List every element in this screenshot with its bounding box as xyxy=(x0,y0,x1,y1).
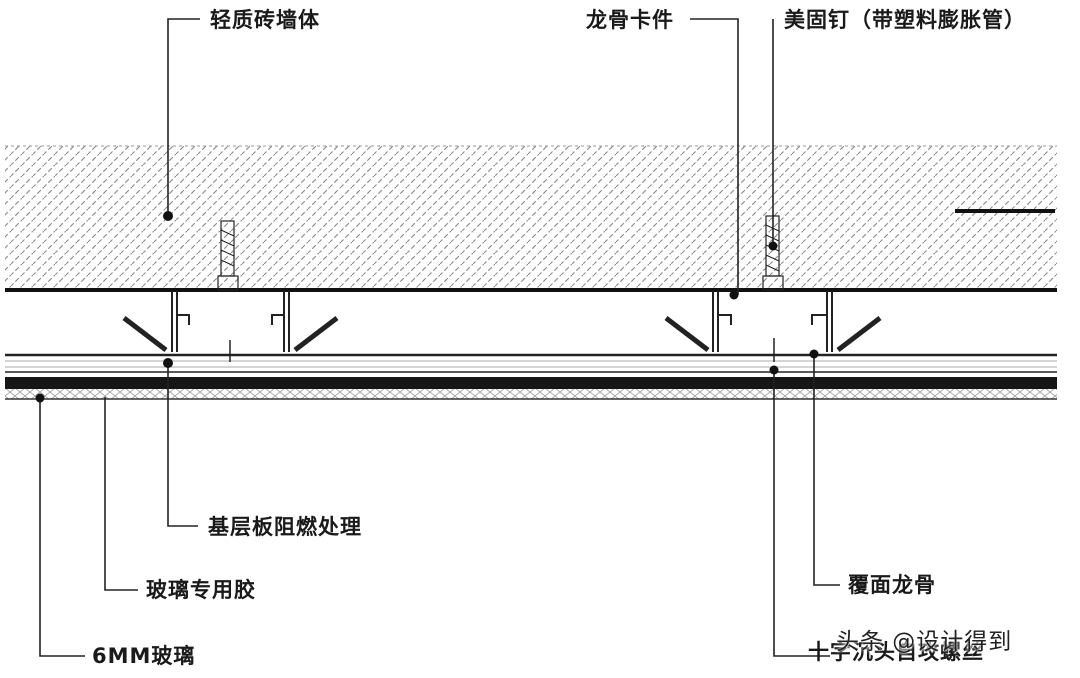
label-keel-clip: 龙骨卡件 xyxy=(586,8,674,32)
keel-assembly-left xyxy=(122,220,339,362)
label-substrate: 基层板阻燃处理 xyxy=(208,515,362,539)
substrate-board xyxy=(5,353,1057,373)
label-wall: 轻质砖墙体 xyxy=(210,8,320,32)
label-glass: 6MM玻璃 xyxy=(92,644,196,668)
watermark: 头条 @设计得到 xyxy=(836,629,1013,655)
leader-lines xyxy=(39,18,840,657)
label-glue: 玻璃专用胶 xyxy=(146,578,256,602)
reference-dots xyxy=(35,211,819,403)
label-anchor: 美固钉（带塑料膨胀管） xyxy=(784,8,1026,32)
glass-layer xyxy=(5,377,1057,400)
label-cover-keel: 覆面龙骨 xyxy=(848,573,936,597)
label-screw: 十字沉头自攻螺丝 xyxy=(808,640,984,664)
brick-wall xyxy=(5,145,1057,289)
